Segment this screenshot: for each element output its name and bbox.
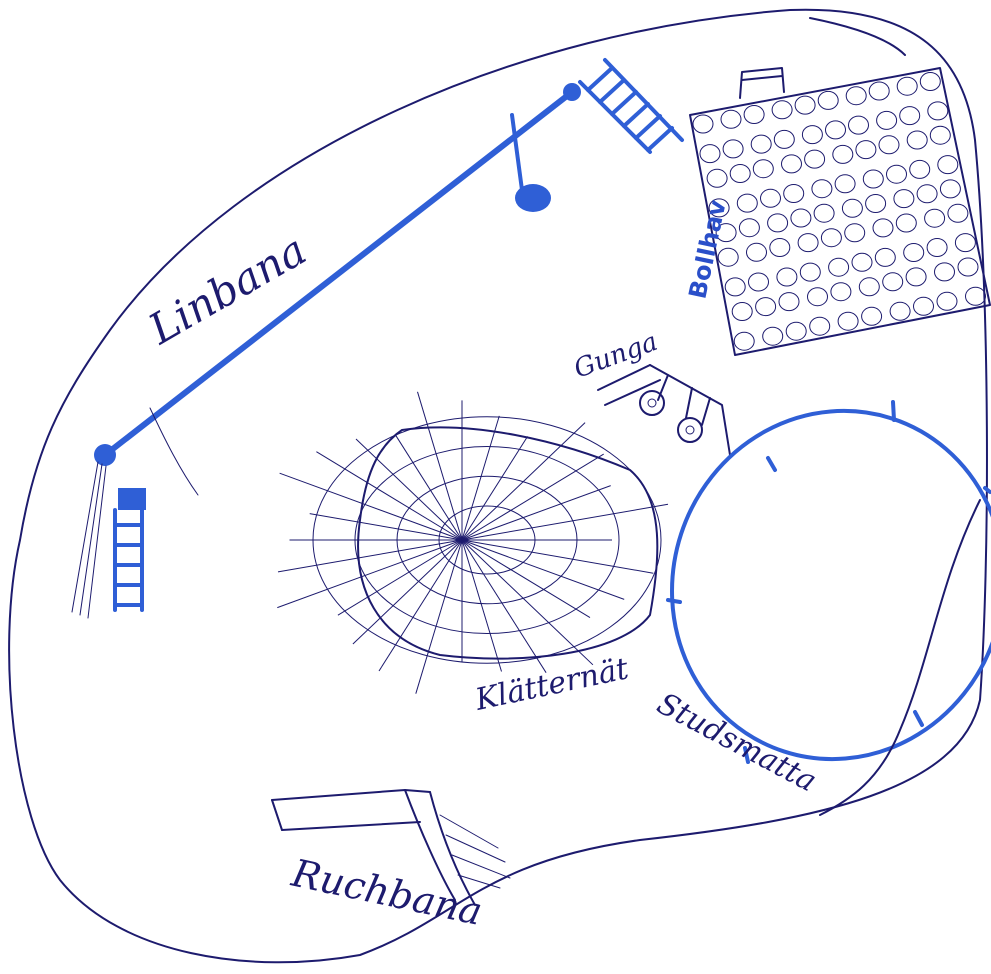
zipline-ladder-right	[580, 60, 682, 152]
label-swing: Gunga	[570, 327, 661, 385]
zipline-ladder-left	[115, 488, 146, 610]
climbing-net-rays	[277, 392, 668, 694]
swing: Gunga	[570, 327, 730, 455]
slide: Ruchbana	[272, 790, 510, 934]
ball-pit: Bollhav	[683, 68, 990, 355]
label-slide: Ruchbana	[287, 851, 486, 934]
label-trampoline: Studsmatta	[651, 686, 822, 799]
climbing-net: Klätternät	[277, 392, 668, 718]
ball-pit-balls	[693, 73, 986, 351]
zipline: Linbana	[72, 60, 682, 618]
label-climbing-net: Klätternät	[471, 651, 632, 718]
label-zipline: Linbana	[140, 225, 315, 354]
trampoline: Studsmatta	[627, 368, 991, 815]
